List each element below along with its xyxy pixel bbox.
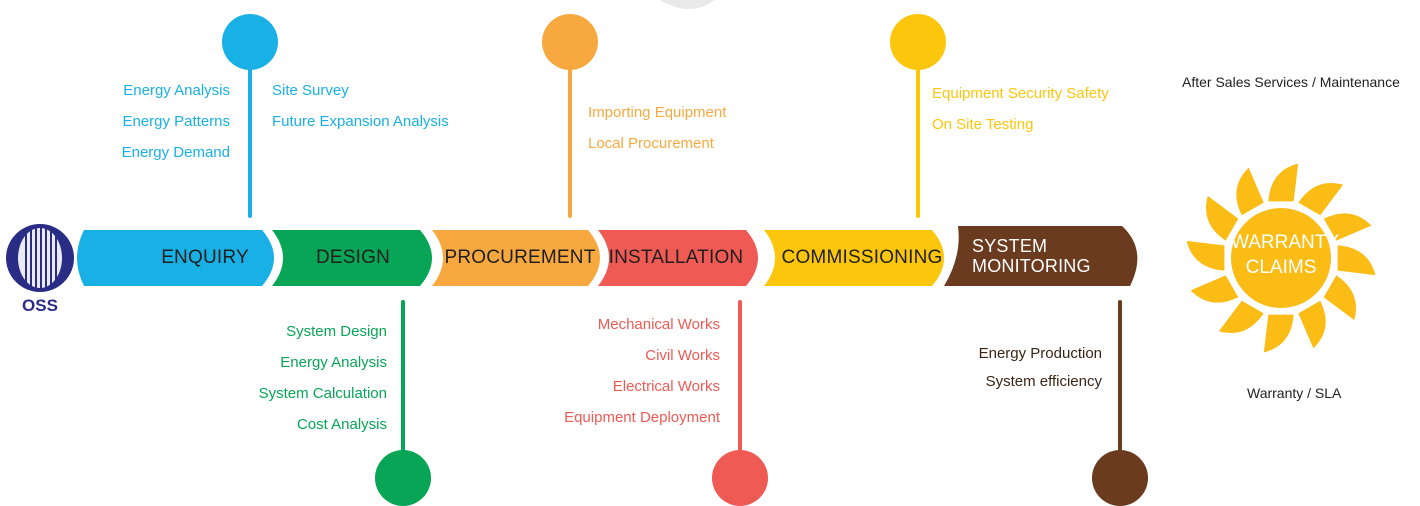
stage-label-design: DESIGN xyxy=(315,247,391,268)
after-sales-text: After Sales Services / Maintenance xyxy=(1182,74,1400,90)
list-item: On Site Testing xyxy=(932,116,1034,133)
list-item: Mechanical Works xyxy=(597,316,720,333)
stage-label-commissioning: COMMISSIONING xyxy=(781,247,943,268)
commissioning-task-list: Equipment Security Safety On Site Testin… xyxy=(932,78,1109,140)
enquiry-task-list-1: Energy Analysis Energy Patterns Energy D… xyxy=(100,75,230,168)
sun-ray xyxy=(1206,195,1239,241)
list-item: Site Survey xyxy=(272,82,349,99)
list-item: Cost Analysis xyxy=(296,416,387,433)
design-task-list: System Design Energy Analysis System Cal… xyxy=(240,316,387,440)
stage-label-monitoring: SYSTEM MONITORING xyxy=(972,228,1112,284)
list-item: Electrical Works xyxy=(612,378,720,395)
list-item: Equipment Deployment xyxy=(564,409,720,426)
stage-bar-design xyxy=(272,230,432,286)
list-item: System Design xyxy=(286,323,387,340)
sun-ray xyxy=(1298,300,1326,349)
sun-ray xyxy=(1263,314,1294,353)
list-item: Energy Patterns xyxy=(122,113,230,130)
stage-label-enquiry: ENQUIRY xyxy=(161,247,249,268)
stage-bar-monitoring xyxy=(944,226,1138,286)
enquiry-task-list-2: Site Survey Future Expansion Analysis xyxy=(272,75,449,137)
monitoring-pin xyxy=(1092,450,1148,506)
top-decor xyxy=(660,0,715,9)
installation-pin xyxy=(712,450,768,506)
list-item: Civil Works xyxy=(645,347,720,364)
installation-task-list: Mechanical Works Civil Works Electrical … xyxy=(540,309,720,433)
stage-bar-commissioning xyxy=(764,230,944,286)
list-item: Energy Demand xyxy=(121,144,230,161)
stage-label-installation: INSTALLATION xyxy=(608,247,744,268)
design-pin xyxy=(375,450,431,506)
sun-icon xyxy=(1186,163,1376,353)
sun-ray xyxy=(1186,240,1225,271)
list-item: Energy Analysis xyxy=(123,82,230,99)
warranty-title-line1: WARRANTY xyxy=(1231,232,1340,253)
oss-logo: OSS xyxy=(6,224,74,315)
warranty-claims-label: WARRANTY CLAIMS xyxy=(1231,230,1340,280)
sun-ray xyxy=(1298,183,1344,216)
list-item: System Calculation xyxy=(258,385,387,402)
sun-ray xyxy=(1236,167,1264,216)
list-item: Energy Analysis xyxy=(280,354,387,371)
sun-ray xyxy=(1337,245,1376,276)
enquiry-pin xyxy=(222,14,278,70)
warranty-sla-text: Warranty / SLA xyxy=(1247,385,1342,401)
monitoring-label-line2: MONITORING xyxy=(972,256,1091,276)
list-item: Importing Equipment xyxy=(588,104,727,121)
list-item: Equipment Security Safety xyxy=(932,85,1109,102)
logo-text: OSS xyxy=(22,296,58,315)
commissioning-pin xyxy=(890,14,946,70)
stage-bar-installation xyxy=(598,230,758,286)
sun-core xyxy=(1231,208,1331,308)
sun-ray xyxy=(1268,163,1299,202)
stage-bar-procurement xyxy=(432,230,600,286)
list-item: Energy Production xyxy=(978,345,1102,362)
procurement-pin xyxy=(542,14,598,70)
sun-ray xyxy=(1323,275,1356,321)
sun-ray xyxy=(1218,300,1264,333)
list-item: System efficiency xyxy=(985,373,1102,390)
sun-ray xyxy=(1190,275,1239,303)
procurement-task-list: Importing Equipment Local Procurement xyxy=(588,97,726,159)
list-item: Future Expansion Analysis xyxy=(272,113,449,130)
list-item: Local Procurement xyxy=(588,135,714,152)
stage-label-procurement: PROCUREMENT xyxy=(444,247,596,268)
monitoring-label-line1: SYSTEM xyxy=(972,236,1048,256)
warranty-title-line2: CLAIMS xyxy=(1245,257,1317,278)
sun-ray xyxy=(1323,213,1372,241)
stage-bar-enquiry xyxy=(77,230,274,286)
monitoring-task-list: Energy Production System efficiency xyxy=(960,340,1102,396)
